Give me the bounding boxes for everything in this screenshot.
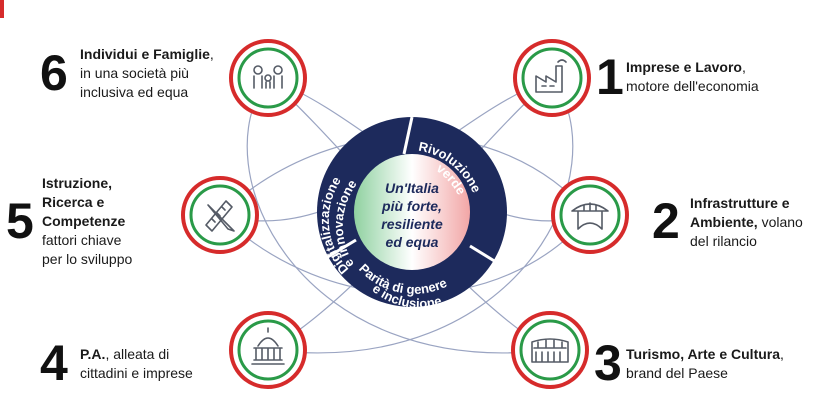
- center-text: Un'Italia più forte, resiliente ed equa: [381, 180, 443, 250]
- corner-accent: [0, 0, 4, 18]
- label-item-1: Imprese e Lavoro, motore dell'economia: [626, 59, 759, 94]
- center-line-4: ed equa: [386, 234, 439, 250]
- family-icon: [253, 65, 283, 89]
- bridge-icon: [571, 202, 609, 230]
- ruler-pencil-icon: [205, 200, 235, 232]
- badge-item-2: [551, 176, 629, 254]
- government-building-icon: [251, 327, 285, 365]
- badge-item-4: [229, 311, 307, 389]
- badge-item-3: [511, 311, 589, 389]
- number-1: 1: [596, 49, 624, 105]
- factory-icon: [535, 59, 567, 93]
- label-item-3: Turismo, Arte e Cultura, brand del Paese: [626, 346, 784, 381]
- number-5: 5: [6, 193, 34, 249]
- number-3: 3: [594, 335, 622, 391]
- badge-item-5: [181, 176, 259, 254]
- badge-item-1: [513, 39, 591, 117]
- center-line-3: resiliente: [381, 216, 443, 232]
- badge-item-6: [229, 39, 307, 117]
- colosseum-icon: [531, 338, 569, 363]
- connector-lines: [219, 77, 591, 354]
- number-2: 2: [652, 193, 680, 249]
- center-line-1: Un'Italia: [385, 180, 439, 196]
- center-hub: [317, 116, 507, 307]
- label-item-5: Istruzione, Ricerca e Competenze fattori…: [42, 175, 133, 267]
- label-item-2: Infrastrutture e Ambiente, volano del ri…: [690, 195, 803, 249]
- label-item-4: P.A., alleata di cittadini e imprese: [80, 346, 193, 381]
- center-line-2: più forte,: [381, 198, 442, 214]
- number-6: 6: [40, 45, 68, 101]
- label-item-6: Individui e Famiglie, in una società più…: [80, 46, 214, 100]
- number-4: 4: [40, 335, 68, 391]
